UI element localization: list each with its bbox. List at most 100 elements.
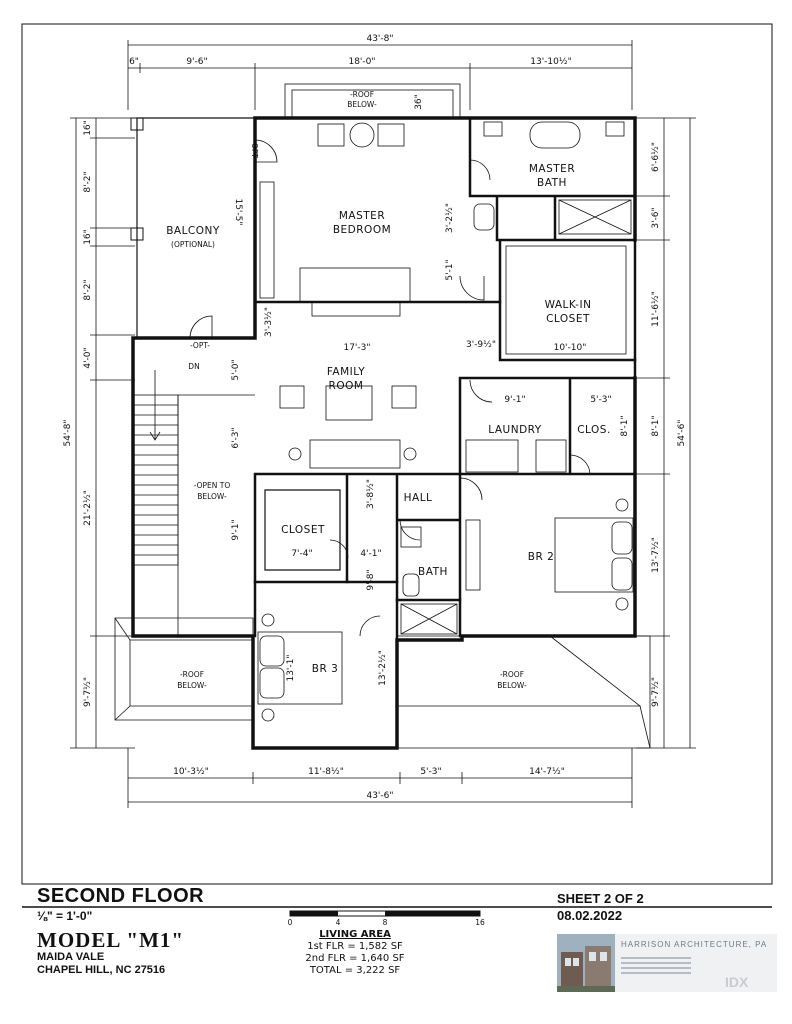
- stair-dn-label: DN: [188, 362, 199, 371]
- dim-74: 7'-4": [291, 549, 312, 559]
- opt-side-label: -OPT-: [250, 140, 259, 160]
- fixtures: [257, 121, 634, 722]
- dim-right-971: 9'-7½": [651, 677, 661, 707]
- roof-below-top: -ROOF: [350, 90, 374, 99]
- drawing-scale: ⅛" = 1'-0": [37, 909, 93, 923]
- dim-bot-1471: 14'-7½": [529, 767, 565, 777]
- roof-below-right-2: BELOW-: [497, 681, 527, 690]
- dim-left-82a: 8'-2": [83, 171, 93, 192]
- scale-tick-4: 4: [336, 918, 341, 927]
- family-room-label-2: ROOM: [329, 380, 364, 392]
- scale-tick-16: 16: [475, 918, 485, 927]
- dim-3351: 3'-3½": [264, 307, 274, 337]
- walkin-closet-label: WALK-IN: [545, 299, 592, 311]
- dim-98: 9'-8": [366, 569, 376, 590]
- total-area: TOTAL = 3,222 SF: [309, 965, 401, 976]
- firm-name: HARRISON ARCHITECTURE, PA: [621, 940, 768, 949]
- second-floor-area: 2nd FLR = 1,640 SF: [305, 953, 405, 964]
- dim-bot-53: 5'-3": [420, 767, 441, 777]
- master-bedroom-label-2: BEDROOM: [333, 224, 391, 236]
- dim-bot-1031: 10'-3½": [173, 767, 209, 777]
- living-area-heading: LIVING AREA: [319, 929, 391, 940]
- dimension-lines: [70, 40, 696, 808]
- living-area-table: LIVING AREA 1st FLR = 1,582 SF 2nd FLR =…: [300, 929, 410, 977]
- room-labels: BALCONY (OPTIONAL) MASTER BEDROOM MASTER…: [166, 90, 611, 690]
- dim-top-180: 18'-0": [348, 57, 375, 67]
- family-room-label: FAMILY: [327, 366, 365, 378]
- roof-below-right: -ROOF: [500, 670, 524, 679]
- roof-below-top-2: BELOW-: [347, 100, 377, 109]
- dim-left-40: 4'-0": [83, 347, 93, 368]
- opt-top-label: -OPT-: [190, 341, 210, 350]
- laundry-label: LAUNDRY: [488, 424, 542, 436]
- scale-bar: 0 4 8 16: [288, 910, 485, 927]
- subdivision-name: MAIDA VALE: [37, 951, 105, 963]
- model-name: MODEL "M1": [37, 928, 185, 952]
- dim-53b: 5'-3": [590, 395, 611, 405]
- master-bath-label-2: BATH: [537, 177, 567, 189]
- sheet-date: 08.02.2022: [557, 908, 623, 923]
- dim-3221: 3'-2½": [445, 203, 455, 233]
- dim-right-81: 8'-1": [651, 415, 661, 436]
- walkin-closet-label-2: CLOSET: [546, 313, 590, 325]
- dim-1311: 13'-1": [286, 654, 296, 681]
- dim-top-6: 6": [129, 57, 139, 67]
- watermark: IDX: [725, 974, 749, 990]
- dim-left-16b: 16": [83, 229, 93, 245]
- door-swings: [189, 139, 591, 637]
- dim-91b: 9'-1": [504, 395, 525, 405]
- dim-top-1310: 13'-10½": [530, 57, 572, 67]
- vertical-dimensions: 36" 16" 8'-2" 16" 8'-2" 4'-0" 21'-2½" 9'…: [63, 94, 687, 707]
- building-photo-icon: [557, 934, 615, 992]
- architect-logo: HARRISON ARCHITECTURE, PA IDX: [557, 934, 777, 992]
- dim-63: 6'-3": [231, 427, 241, 448]
- dim-left-16a: 16": [83, 120, 93, 136]
- sheet-title: SECOND FLOOR: [37, 885, 205, 907]
- scale-tick-0: 0: [288, 918, 293, 927]
- dim-roof-36: 36": [414, 94, 424, 110]
- dim-overall-top: 43'-8": [366, 34, 393, 44]
- master-bedroom-label: MASTER: [339, 210, 385, 222]
- br2-label: BR 2: [528, 551, 555, 563]
- br3-label: BR 3: [312, 663, 339, 675]
- dim-3991: 3'-9½": [466, 340, 496, 350]
- dim-1553: 15'-5": [233, 198, 243, 225]
- dim-right-1371: 13'-7½": [651, 537, 661, 573]
- dim-1321: 13'-2½": [378, 650, 388, 686]
- closet-label: CLOSET: [281, 524, 325, 536]
- walls: [130, 116, 637, 750]
- dim-41: 4'-1": [360, 549, 381, 559]
- dim-3821: 3'-8½": [366, 479, 376, 509]
- dim-bot-1182: 11'-8½": [308, 767, 344, 777]
- dim-left-971: 9'-7½": [83, 677, 93, 707]
- sheet-number: SHEET 2 OF 2: [557, 891, 644, 906]
- dim-right-1161: 11'-6½": [651, 291, 661, 327]
- balcony-label: BALCONY: [166, 225, 220, 237]
- scale-tick-8: 8: [383, 918, 388, 927]
- staircase: [132, 370, 255, 636]
- dim-overall-bottom: 43'-6": [366, 791, 393, 801]
- clos-label: CLOS.: [577, 424, 611, 436]
- master-bath-label: MASTER: [529, 163, 575, 175]
- dim-51: 5'-1": [445, 259, 455, 280]
- bath-label: BATH: [418, 566, 448, 578]
- balcony-note: (OPTIONAL): [171, 240, 215, 249]
- hall-label: HALL: [404, 492, 433, 504]
- dim-173: 17'-3": [343, 343, 370, 353]
- dim-right-36: 3'-6": [651, 207, 661, 228]
- dim-right-546: 54'-6": [677, 419, 687, 446]
- firm-address-lines: [621, 954, 691, 977]
- roof-below-left: -ROOF: [180, 670, 204, 679]
- open-to-below-label: -OPEN TO: [194, 481, 231, 490]
- dim-right-661: 6'-6½": [651, 142, 661, 172]
- sheet-border: [21, 23, 773, 885]
- dim-left-548: 54'-8": [63, 419, 73, 446]
- dim-81b: 8'-1": [620, 415, 630, 436]
- first-floor-area: 1st FLR = 1,582 SF: [307, 941, 403, 952]
- dim-50: 5'-0": [231, 359, 241, 380]
- roof-below-left-2: BELOW-: [177, 681, 207, 690]
- dim-1010: 10'-10": [554, 343, 587, 353]
- dim-top-96: 9'-6": [186, 57, 207, 67]
- open-to-below-label-2: BELOW-: [197, 492, 227, 501]
- dim-left-82b: 8'-2": [83, 279, 93, 300]
